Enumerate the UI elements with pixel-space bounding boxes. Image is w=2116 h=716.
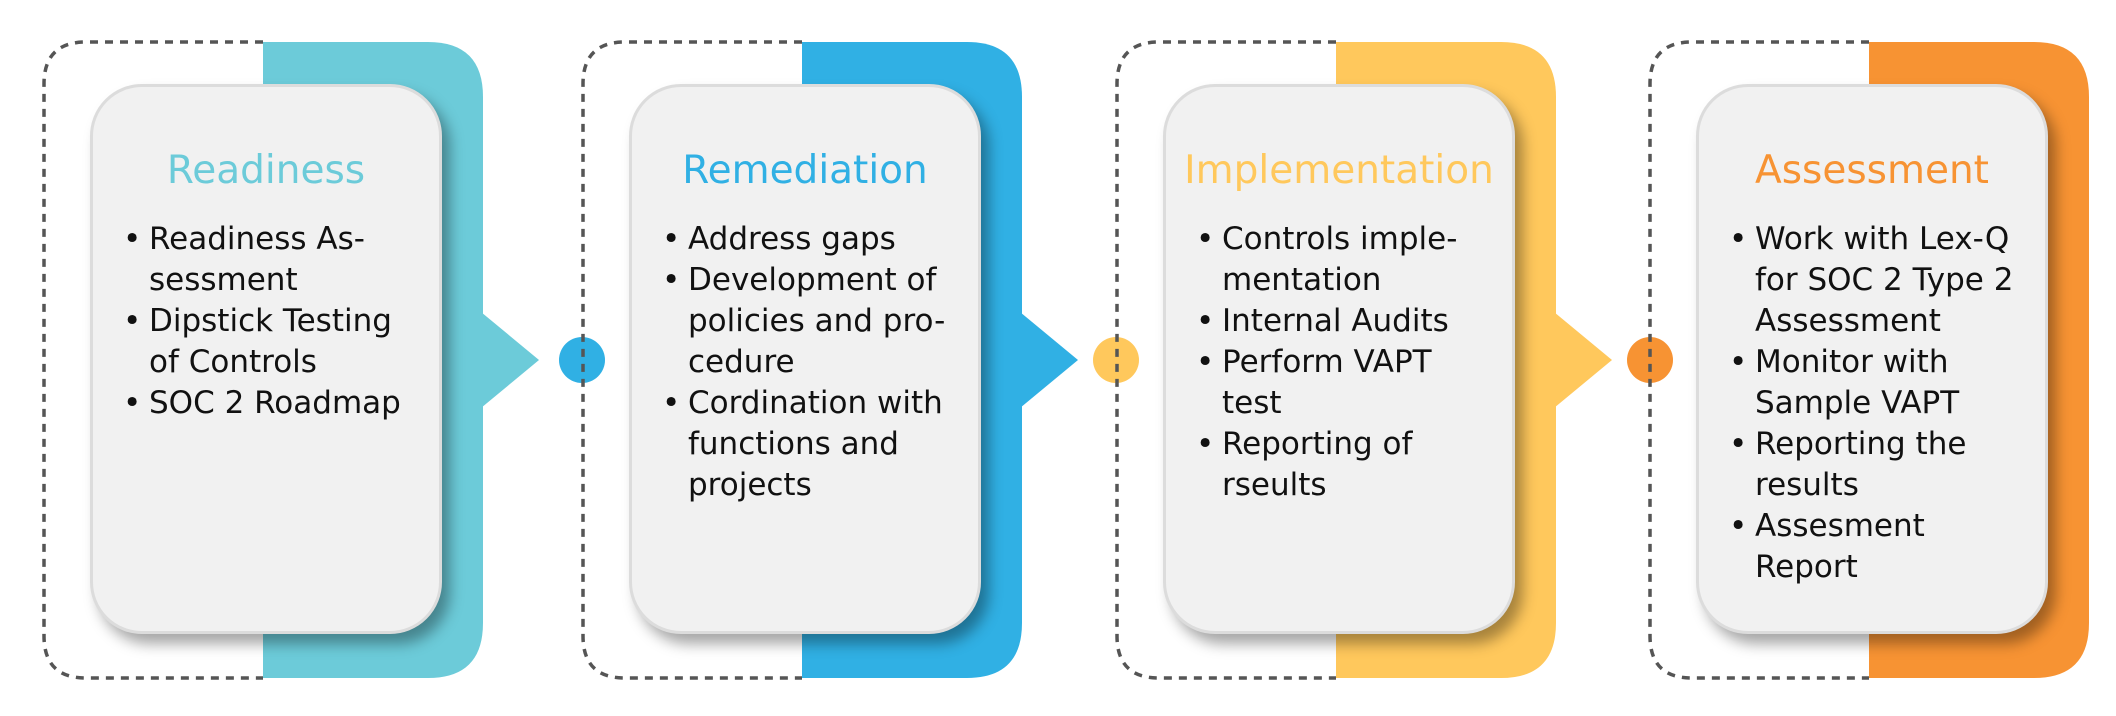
step-title: Remediation [682,148,928,193]
list-item: Controls imple-mentation [1196,219,1494,301]
connector-dot-assessment [1627,337,1673,383]
dashed-frame-remediation [581,40,802,680]
list-item: Perform VAPT test [1196,342,1494,424]
arrow-remediation [1020,312,1078,408]
step-items: Work with Lex-Q for SOC 2 Type 2 Assessm… [1729,219,2027,588]
arrow-readiness [481,312,539,408]
connector-dot-remediation [559,337,605,383]
dashed-frame-readiness [42,40,263,680]
list-item: Reporting the results [1729,424,2027,506]
dashed-frame-implementation [1115,40,1336,680]
list-item: SOC 2 Roadmap [123,383,421,424]
step-card-readiness: Readiness Readiness As-sessment Dipstick… [90,84,442,634]
step-card-implementation: Implementation Controls imple-mentation … [1163,84,1515,634]
step-title: Implementation [1184,148,1494,193]
list-item: Assesment Report [1729,506,2027,588]
step-items: Controls imple-mentation Internal Audits… [1196,219,1494,506]
step-card-assessment: Assessment Work with Lex-Q for SOC 2 Typ… [1696,84,2048,634]
list-item: Dipstick Testing of Controls [123,301,421,383]
list-item: Cordination with functions and projects [662,383,960,506]
list-item: Readiness As-sessment [123,219,421,301]
list-item: Development of policies and pro-cedure [662,260,960,383]
step-title: Readiness [166,148,366,193]
step-title: Assessment [1755,148,1989,193]
step-items: Readiness As-sessment Dipstick Testing o… [123,219,421,424]
dashed-frame-assessment [1648,40,1869,680]
list-item: Monitor with Sample VAPT [1729,342,2027,424]
connector-dot-implementation [1093,337,1139,383]
list-item: Reporting of rseults [1196,424,1494,506]
step-items: Address gaps Development of policies and… [662,219,960,506]
list-item: Internal Audits [1196,301,1494,342]
list-item: Work with Lex-Q for SOC 2 Type 2 Assessm… [1729,219,2027,342]
list-item: Address gaps [662,219,960,260]
step-card-remediation: Remediation Address gaps Development of … [629,84,981,634]
arrow-implementation [1554,312,1612,408]
